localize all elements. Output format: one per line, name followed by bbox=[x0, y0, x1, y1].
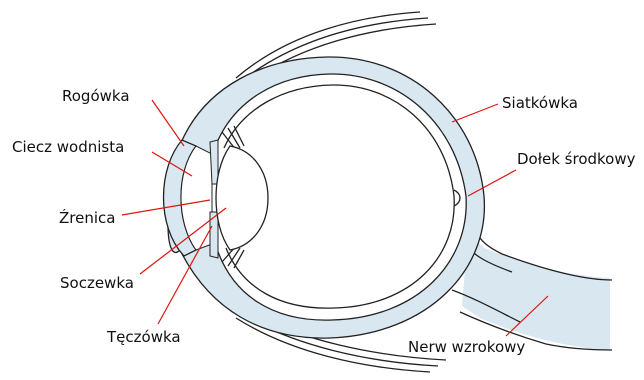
label-retina: Siatkówka bbox=[502, 94, 578, 112]
label-lens: Soczewka bbox=[60, 274, 134, 292]
label-cornea: Rogówka bbox=[62, 87, 130, 105]
iris-upper bbox=[210, 140, 218, 184]
leader-retina bbox=[452, 104, 498, 122]
label-fovea: Dołek środkowy bbox=[517, 150, 636, 168]
optic-nerve bbox=[462, 232, 610, 350]
label-pupil: Źrenica bbox=[59, 208, 115, 227]
label-iris: Tęczówka bbox=[106, 328, 181, 346]
lens bbox=[216, 146, 268, 250]
label-optic-nerve: Nerw wzrokowy bbox=[408, 338, 525, 356]
leader-cornea bbox=[152, 100, 184, 146]
label-aqueous-humor: Ciecz wodnista bbox=[12, 138, 124, 156]
fovea-dip bbox=[454, 190, 460, 206]
